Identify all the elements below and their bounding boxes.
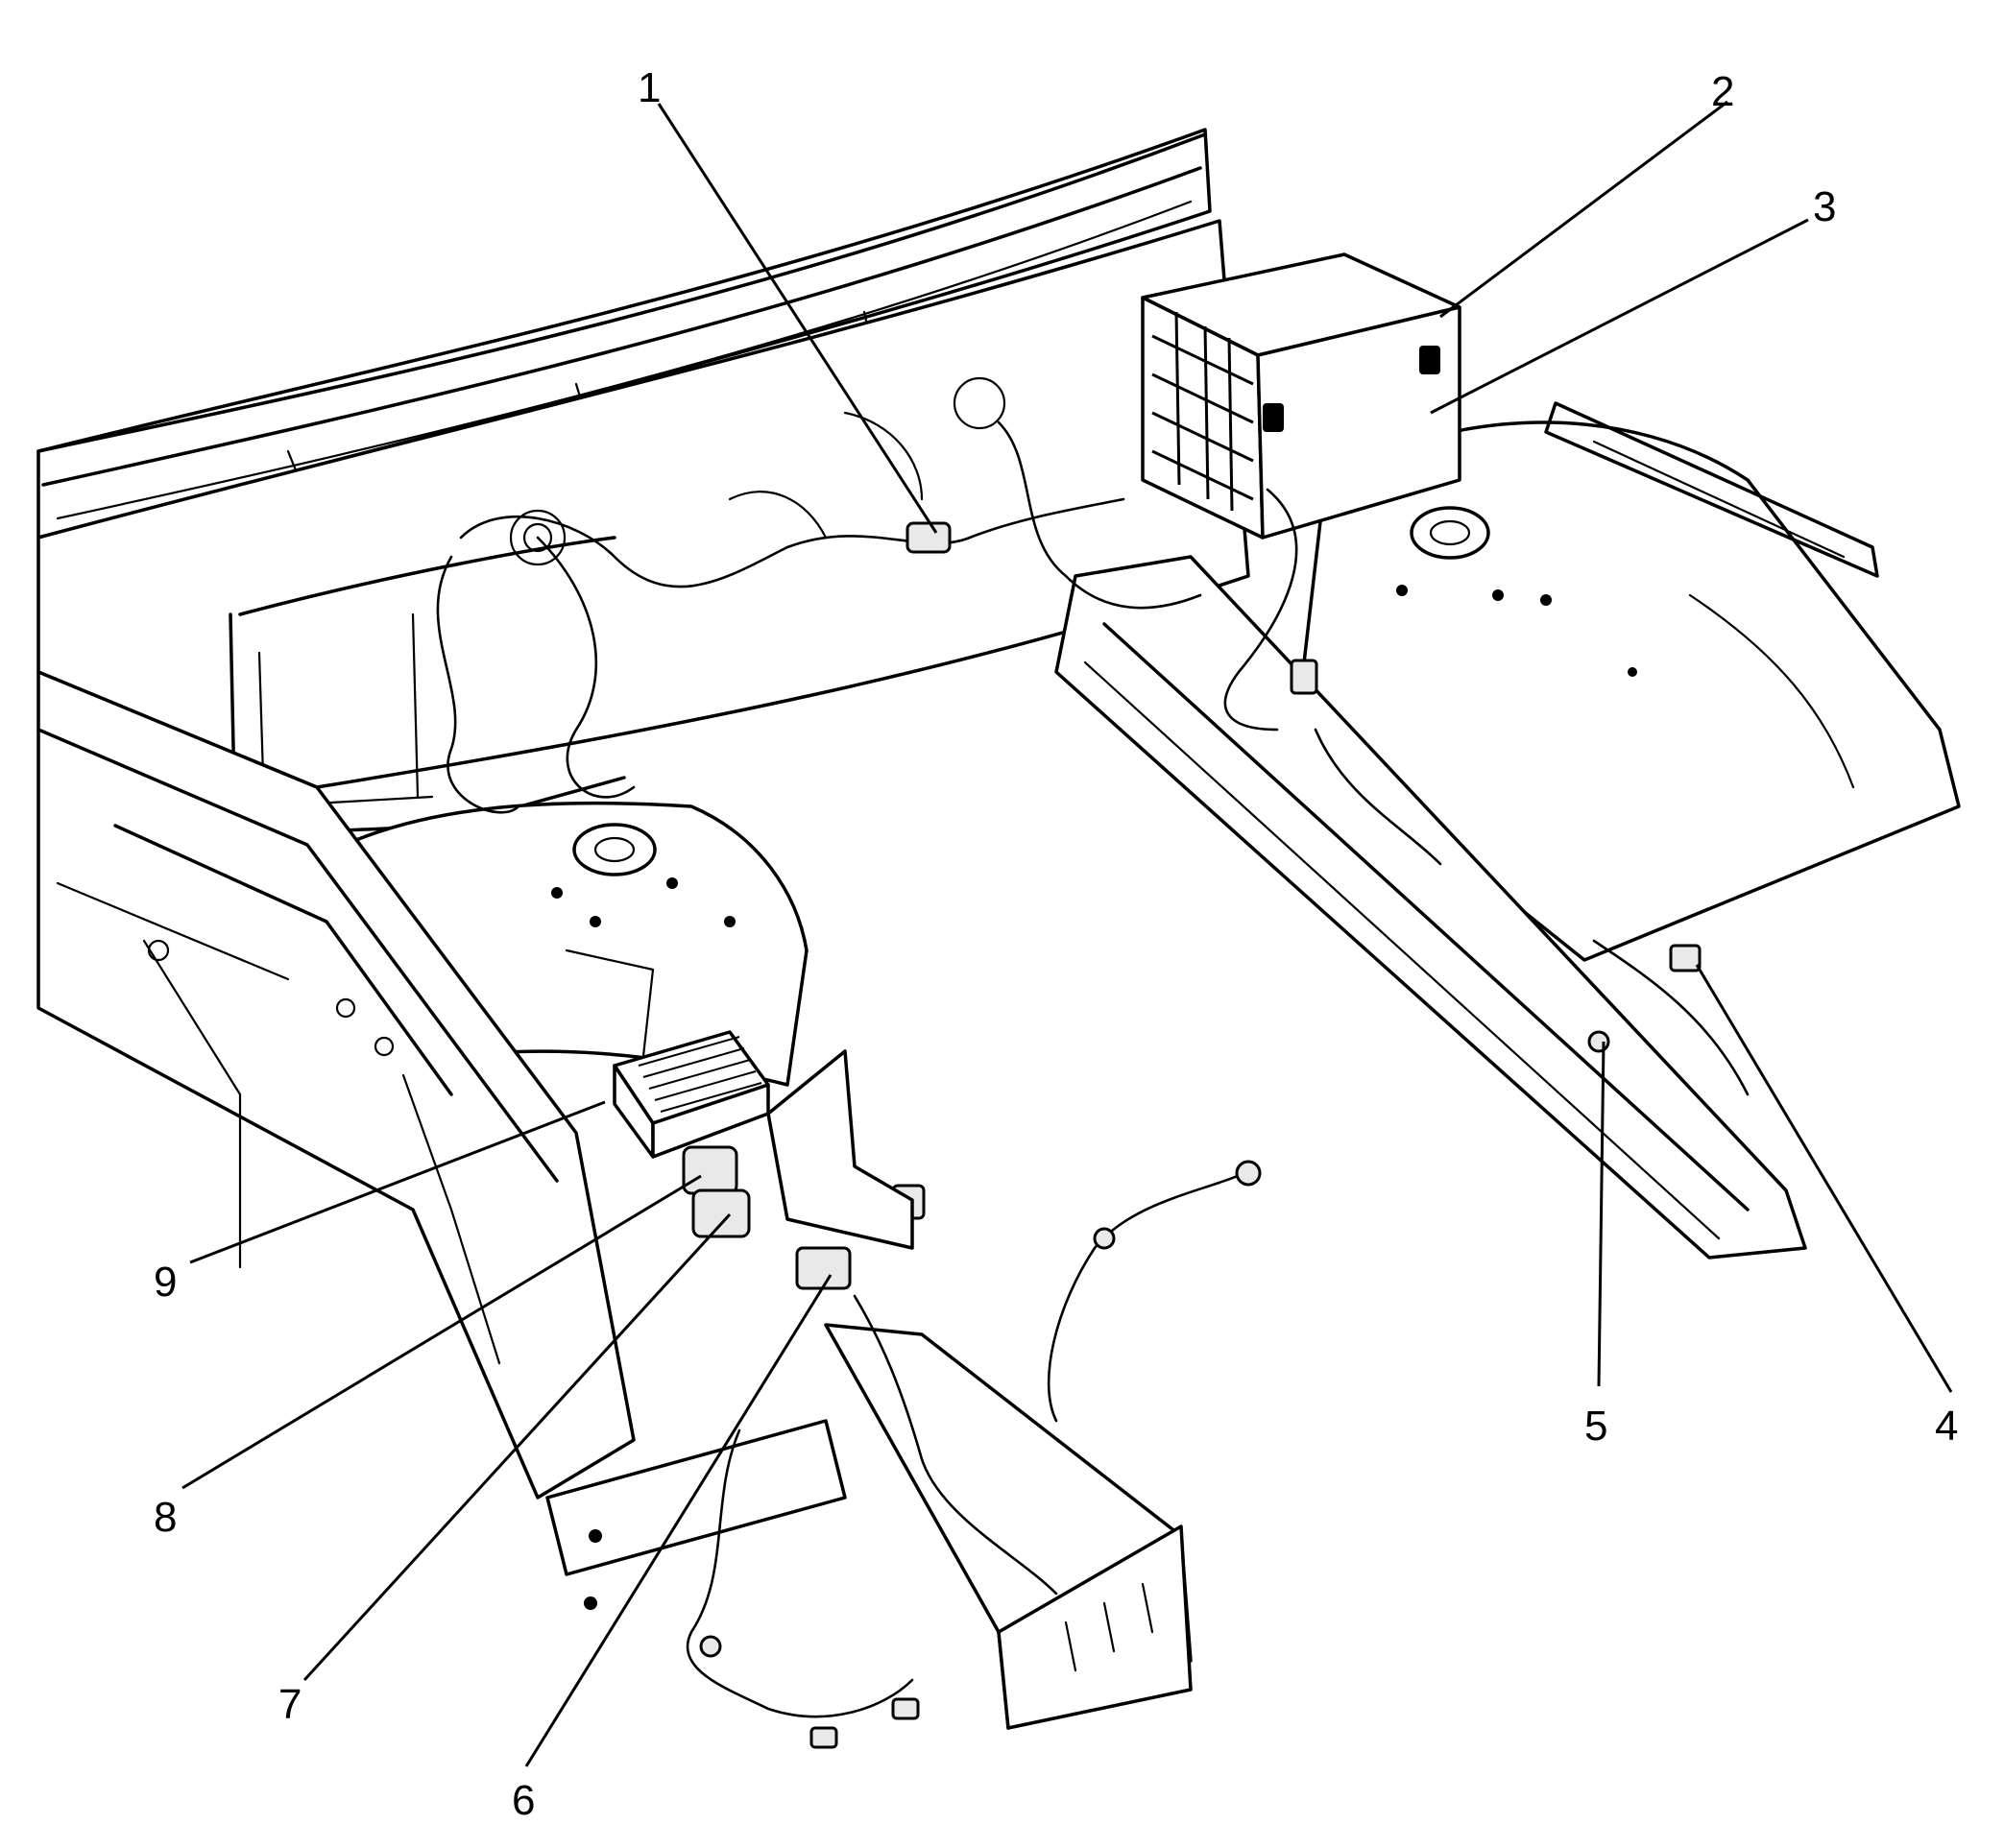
leader-7 (302, 1212, 732, 1682)
leader-5 (1597, 1041, 1606, 1387)
left-frame-rail (36, 670, 636, 1500)
callout-1: 1 (638, 64, 661, 111)
cowl-panel (36, 128, 1212, 540)
leader-2 (1439, 100, 1728, 319)
front-crossmember (545, 1323, 1193, 1730)
underhood-fuse-block (613, 1030, 770, 1159)
callout-5: 5 (1584, 1403, 1607, 1450)
firewall (36, 219, 1250, 837)
callout-2: 2 (1711, 68, 1734, 115)
callout-7: 7 (278, 1681, 302, 1728)
callout-4: 4 (1935, 1403, 1958, 1450)
wiring-harness (436, 420, 1750, 1749)
callout-leaders (181, 100, 1953, 1767)
callout-8: 8 (154, 1494, 177, 1541)
callout-labels: 1 2 3 4 5 6 7 8 9 (154, 64, 1958, 1824)
callout-9: 9 (154, 1259, 177, 1306)
connectors-cluster (682, 1049, 926, 1290)
leader-9 (189, 1100, 606, 1264)
callout-6: 6 (512, 1777, 535, 1824)
leader-6 (524, 1274, 833, 1767)
leader-3 (1430, 218, 1809, 415)
callout-3: 3 (1813, 183, 1836, 230)
leader-4 (1695, 964, 1953, 1393)
leader-8 (181, 1174, 702, 1490)
battery (1141, 252, 1461, 540)
right-fender-rail (1054, 401, 1879, 1260)
leader-1 (657, 103, 938, 534)
